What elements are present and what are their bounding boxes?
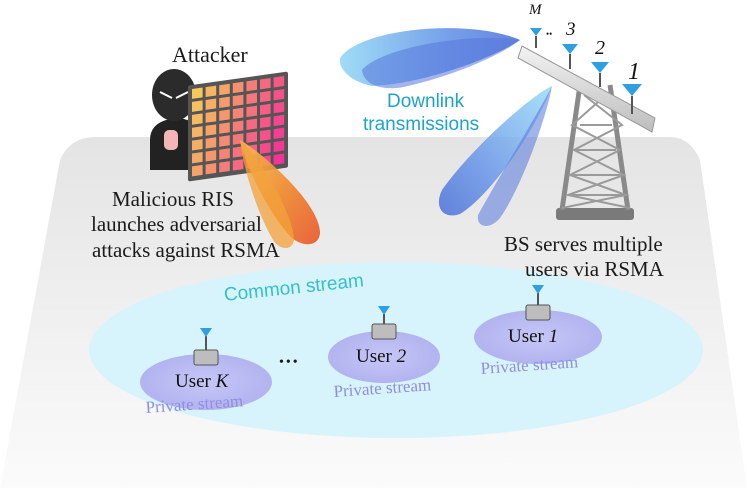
bs-antenna-3-icon [562,44,578,69]
ris-element [219,83,230,96]
ris-element [219,135,230,147]
user-2-device-icon [371,306,397,340]
ris-element [246,92,257,105]
ris-element [273,76,285,88]
ris-element [205,98,217,110]
ris-element [273,140,285,152]
ris-element [232,146,244,158]
bs-antenna-2-icon [591,62,609,87]
bs-label-line1: BS serves multiple [504,232,663,256]
ris-element [260,103,271,116]
ris-element [192,139,203,151]
antenna-m-label: M [529,2,542,18]
downlink-beams [339,28,552,226]
ris-element [219,161,230,173]
ris-element [205,163,217,175]
ris-element [246,118,257,130]
ris-element [192,126,203,138]
ris-element [273,127,285,140]
ris-element [192,100,203,112]
ris-element [246,79,257,92]
bs-antenna-m-icon [530,28,542,48]
downlink-label-line1: Downlink [387,91,465,112]
ris-element [192,87,203,99]
ris-element [232,81,244,94]
ris-label-line2: launches adversarial [91,212,262,236]
ris-element [205,111,217,123]
attack-beam [240,140,320,249]
ris-element [273,88,285,101]
ris-element [260,116,271,129]
ris-label-line3: attacks against RSMA [92,238,280,262]
user-1-area [474,310,602,364]
user-2-prefix: User [356,346,392,367]
ris-element [205,124,217,136]
bs-label-line2: users via RSMA [525,257,664,281]
user-2-area [328,331,440,383]
antenna-ellipsis: •• [546,29,553,39]
bs-antenna-1-icon [622,84,642,114]
attacker-label: Attacker [172,42,248,67]
user-k-area [140,354,272,410]
user-2-label: User 2 [356,347,406,366]
ris-element [273,101,285,114]
ris-panel [188,71,288,182]
base-station-tower [517,45,656,220]
ris-element [192,152,203,164]
ris-element [219,122,230,134]
antenna-1-label: 1 [628,59,640,85]
ris-element [205,150,217,162]
antenna-3-label: 3 [566,19,576,40]
ris-element [246,105,257,118]
user-k-prefix: User [175,371,211,392]
downlink-label-line2: transmissions [363,114,480,135]
ris-element [219,96,230,108]
user-k-device-icon [193,328,219,366]
user-k-label: User K [175,372,228,391]
attacker-figure-icon [150,69,200,170]
ris-element [192,113,203,125]
ris-element [232,120,244,132]
user-1-index: 1 [548,326,559,347]
ris-element [219,148,230,160]
ris-element [260,142,271,154]
ris-element [232,94,244,107]
ris-element [260,77,271,90]
user-k-index: K [215,371,229,392]
antenna-2-label: 2 [595,37,605,59]
user-1-device-icon [525,285,551,321]
ris-element [192,164,203,177]
ris-element [205,85,217,98]
users-ellipsis: ••• [279,355,300,370]
user-1-label: User 1 [508,327,558,346]
ris-element [232,159,244,171]
ris-element [232,107,244,119]
user-1-prefix: User [508,326,544,347]
ris-element [246,131,257,143]
ris-element [219,109,230,121]
ris-element [260,129,271,141]
ris-label-line1: Malicious RIS [112,187,234,211]
user-2-index: 2 [396,346,407,367]
ris-element [205,137,217,149]
ris-element [260,90,271,103]
ris-element [273,153,285,165]
ris-element [273,114,285,127]
